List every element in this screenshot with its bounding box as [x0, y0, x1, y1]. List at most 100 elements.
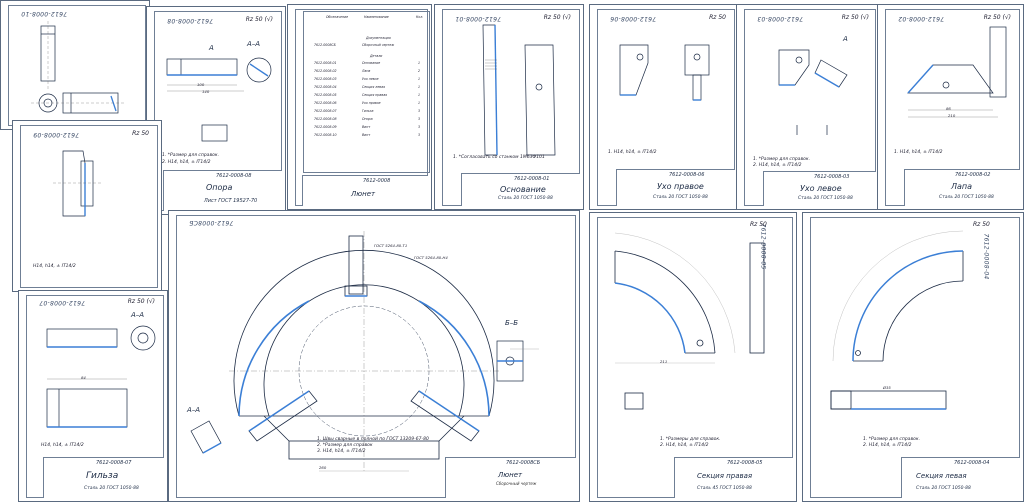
part-drawing-sektsiya-levaya [830, 230, 964, 410]
weld-callout: ГОСТ 5264-80-Н4 [414, 255, 448, 260]
spec-row-name: Винт [362, 133, 371, 137]
part-drawing-opora [166, 57, 272, 142]
spec-group: Документация [366, 36, 391, 40]
tech-note: 1. *Согласовать со станком 1М63Ф101 [453, 155, 545, 160]
spec-header-code: Обозначение [326, 15, 349, 19]
spec-row-qty: 3 [418, 133, 421, 137]
tech-note: 1. *Размер для справок. [863, 437, 920, 442]
title-block: 7612-0008-02 Лапа Сталь 20 ГОСТ 1050-88 [904, 169, 1020, 206]
title-block-code: 7612-0008СБ [506, 460, 541, 466]
title-block-name: Основание [500, 185, 546, 194]
roughness-mark: Rz 50 [132, 130, 149, 137]
spec-row-name: Ухо правое [362, 101, 381, 105]
part-drawing-ukho-levoe [778, 49, 848, 135]
roughness-mark: Rz 50 [973, 221, 990, 228]
spec-row-qty: 1 [418, 77, 421, 81]
title-block-code: 7612-0008 [363, 178, 391, 184]
title-block-name: Ухо правое [657, 182, 704, 191]
spec-row-qty: 3 [418, 117, 421, 121]
spec-row-qty: 2 [418, 69, 421, 73]
tech-note: 2. Н14, h14, ± IT14/2 [753, 163, 802, 168]
spec-row-code: 7612-0008-05 [314, 93, 337, 97]
tech-note: 1. Н14, h14, ± IT14/2 [894, 150, 943, 155]
sheet-assembly: 7612-0008СБ [168, 210, 580, 502]
spec-row-qty: 1 [418, 61, 421, 65]
spec-row-code: 7612-0008-01 [314, 61, 337, 65]
title-block: 7612-0008-04 Секция левая Сталь 20 ГОСТ … [901, 457, 1020, 498]
title-block-name: Люнет [351, 190, 376, 198]
spec-row-code: 7612-0008-10 [314, 133, 337, 137]
title-block-code: 7612-0008-08 [216, 173, 252, 179]
sheet-7612-0008-06: 7612-0008-06 Rz 50 1. Н14, h14, ± IT14/2… [589, 4, 739, 210]
sheet-7612-0008-09: 7612-0008-09 Rz 50 Н14, h14, ± IT14/2 [12, 120, 162, 292]
part-drawing-osnovanie [482, 24, 556, 156]
sheet-7612-0008-07: 7612-0008-07 Rz 50 (√) А–А 84 Н14, h14, … [18, 290, 168, 502]
title-block-material: Сталь 20 ГОСТ 1050-88 [498, 196, 553, 201]
spec-row-code: 7612-0008СБ [314, 43, 336, 47]
title-block: 7612-0008-05 Секция правая Сталь 45 ГОСТ… [674, 457, 793, 498]
tech-note: 1. *Размер для справок. [162, 153, 219, 158]
spec-row-name: Винт [362, 125, 371, 129]
part-drawing-lapa [907, 26, 1007, 118]
title-block-code: 7612-0008-06 [669, 172, 705, 178]
spec-row-name: Секция левая [362, 85, 386, 89]
spec-row-name: Лапа [362, 69, 371, 73]
spec-row-code: 7612-0008-06 [314, 101, 337, 105]
tech-note: 2. Н14, h14, ± IT14/2 [863, 443, 912, 448]
view-label: А [843, 35, 848, 43]
sheet-7612-0008-04: 7612-0008-04 Rz 50 Ø35 1. *Размер для сп… [802, 212, 1024, 502]
title-block-material: Сталь 20 ГОСТ 1050-88 [798, 196, 853, 201]
sheet-frame [20, 125, 158, 288]
title-block: 7612-0008-07 Гильза Сталь 20 ГОСТ 1050-8… [43, 457, 164, 498]
sheet-7612-0008-10: 7612-0008-10 [0, 0, 150, 130]
tech-note: Н14, h14, ± IT14/2 [41, 443, 84, 448]
title-block-code: 7612-0008-01 [514, 176, 550, 182]
title-block: 7612-0008-03 Ухо левое Сталь 20 ГОСТ 105… [763, 171, 876, 206]
title-block-material: Сталь 20 ГОСТ 1050-88 [653, 195, 708, 200]
title-block-name: Секция правая [697, 472, 753, 480]
section-label: А–А [131, 311, 145, 319]
roughness-mark: Rz 50 (√) [841, 14, 869, 21]
roughness-mark: Rz 50 (√) [543, 14, 571, 21]
title-block-code: 7612-0008-04 [954, 460, 990, 466]
specification-table: Обозначение Наименование Кол. Документац… [303, 11, 430, 173]
tech-note: 1. Швы сварные в полной по ГОСТ 13209-67… [317, 437, 429, 442]
section-mark: А [209, 44, 214, 52]
tech-note: 1. *Размеры для справок. [660, 437, 721, 442]
roughness-mark: Rz 50 (√) [983, 14, 1011, 21]
title-block: 7612-0008-01 Основание Сталь 20 ГОСТ 105… [461, 173, 580, 206]
spec-row-code: 7612-0008-07 [314, 109, 337, 113]
spec-row-qty: 3 [418, 109, 421, 113]
spec-row-code: 7612-0008-08 [314, 117, 337, 121]
spec-row-code: 7612-0008-09 [314, 125, 337, 129]
roughness-mark: Rz 50 [709, 14, 726, 21]
title-block-name: Гильза [86, 471, 119, 481]
spec-row-code: 7612-0008-04 [314, 85, 337, 89]
section-label: А–А [247, 40, 261, 48]
title-block-name: Опора [206, 183, 233, 192]
roughness-mark: Rz 50 [750, 221, 767, 228]
tech-note: 2. Н14, h14, ± IT14/2 [162, 160, 211, 165]
title-block-material: Сталь 45 ГОСТ 1050-88 [697, 486, 752, 491]
assembly-drawing-lunet [190, 231, 539, 472]
spec-row-name: Ухо левое [362, 77, 379, 81]
roughness-mark: Rz 50 (√) [127, 298, 155, 305]
part-drawing-vint [31, 21, 126, 114]
tech-note: 1. Н14, h14, ± IT14/2 [608, 150, 657, 155]
spec-group: Детали [370, 54, 383, 58]
part-drawing-ukho-pravoe [619, 44, 710, 101]
part-drawing-gilza [46, 325, 156, 428]
title-block: 7612-0008-08 Опора Лист ГОСТ 19527-70 [163, 170, 282, 211]
tech-note: 2. *Размер для справок [317, 443, 373, 448]
sheet-7612-0008-01: 7612-0008-01 Rz 50 (√) 1. *Согласовать с… [434, 4, 584, 210]
title-block-code: 7612-0008-02 [955, 172, 991, 178]
sheet-7612-0008-02: 7612-0008-02 Rz 50 (√) 86 210 1. Н14, h1… [877, 4, 1024, 210]
sheet-specification: Обозначение Наименование Кол. Документац… [287, 4, 432, 210]
spec-row-name: Сборочный чертеж [362, 43, 395, 47]
title-block-code: 7612-0008-07 [96, 460, 132, 466]
spec-row-qty: 1 [418, 85, 421, 89]
title-block: 7612-0008-06 Ухо правое Сталь 20 ГОСТ 10… [616, 169, 735, 206]
title-block-code: 7612-0008-03 [814, 174, 850, 180]
spec-row-name: Опора [362, 117, 373, 121]
title-block-material: Сталь 20 ГОСТ 1050-88 [84, 486, 139, 491]
